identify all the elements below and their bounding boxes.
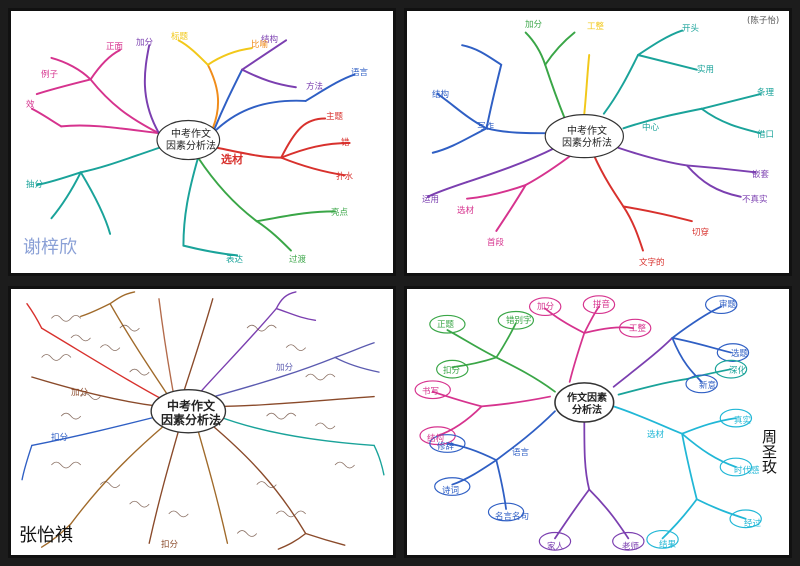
node-label: 选材 [647,430,665,440]
node-label: 运用 [422,195,440,205]
node-label: 扣分 [51,433,69,443]
mindmap-branches [30,39,356,257]
center-topic: 作文因素 分析法 [567,393,607,416]
node-label: 表达 [226,255,244,265]
node-label: 选题 [731,349,749,359]
node-label: 错 [341,138,350,148]
node-label: 嵌套 [752,170,770,180]
node-label: 实用 [697,65,715,75]
node-label: 加分 [525,20,543,30]
node-label: 修辞 [437,442,455,452]
node-label: 审题 [719,300,737,310]
node-label: 结构 [432,90,450,100]
node-label: 诗词 [442,486,460,496]
node-label: 例子 [41,70,59,80]
node-label: 切穿 [692,228,710,238]
mindmap-branches [21,291,385,550]
node-label: 家人 [547,542,565,552]
node-label: 扣分 [443,366,461,376]
center-topic: 中考作文 因素分析法 [562,126,612,149]
node-label: 效 [26,100,35,110]
node-label: 文字的 [639,258,665,268]
node-label: 扑水 [336,172,354,182]
author-signature: 周圣玫 [760,429,778,474]
node-label: 过渡 [289,255,307,265]
node-label: 深化 [729,366,747,376]
mindmap-panel-4: 作文因素 分析法 正题 错别字 扣分 拼音 工整 加分 审题 选题 新意 书写 … [404,286,792,558]
node-label: 加分 [136,38,154,48]
node-label: 写作 [477,122,495,132]
center-topic: 中考作文 因素分析法 [160,399,221,428]
node-label: 中心 [642,123,660,133]
node-label: 语言 [512,448,530,458]
node-label: 时代感 [734,466,760,476]
node-label: 扣分 [161,540,179,550]
node-label: 亮点 [331,208,349,218]
node-label: 主题 [326,112,344,122]
node-label: 加分 [71,388,89,398]
node-label: 加分 [276,363,294,373]
node-label: 结构 [261,35,279,45]
node-label: 方法 [306,82,324,92]
node-label: 选材 [221,153,243,166]
mindmap-panel-3: 中考作文 因素分析法 加分 扣分 加分 扣分 张怡祺 [8,286,396,558]
node-label: 不真实 [742,195,768,205]
author-note: (陈子怡) [747,16,780,26]
node-label: 语言 [351,68,369,78]
mindmap-panel-1: 中考作文 因素分析法 例子 正面 效 加分 抽分 选材 结构 方法 语言 标题 … [8,8,396,276]
author-signature: 张怡祺 [19,525,73,546]
node-label: 工整 [629,324,647,334]
mindmap-branches [414,295,762,551]
node-label: 错别字 [506,316,532,326]
node-label: 首段 [487,238,505,248]
node-label: 名言名句 [495,512,530,522]
node-label: 抽分 [26,180,44,190]
node-label: 条理 [757,88,775,98]
node-label: 老师 [622,542,640,552]
node-label: 加分 [537,302,555,312]
node-label: 开头 [682,24,700,34]
node-label: 借口 [757,130,775,140]
mindmap-branches [426,29,762,252]
node-label: 标题 [171,32,189,42]
node-label: 拼音 [593,300,611,310]
center-topic: 中考作文 因素分析法 [166,129,216,152]
node-label: 新意 [699,381,717,391]
node-label: 正面 [106,42,124,52]
node-label: 工整 [587,22,605,32]
node-label: 选材 [457,206,475,216]
node-label: 结果 [659,540,677,550]
author-signature: 谢梓欣 [23,237,77,258]
node-label: 经过 [744,519,762,529]
node-label: 比喻 [251,40,269,50]
node-label: 书写 [422,387,440,397]
node-label: 真实 [734,416,752,426]
node-label: 结构 [427,434,445,444]
node-label: 正题 [437,320,455,330]
mindmap-panel-2: 中考作文 因素分析法 加分 工整 结构 写作 中心 开头 实用 条理 借口 嵌套… [404,8,792,276]
